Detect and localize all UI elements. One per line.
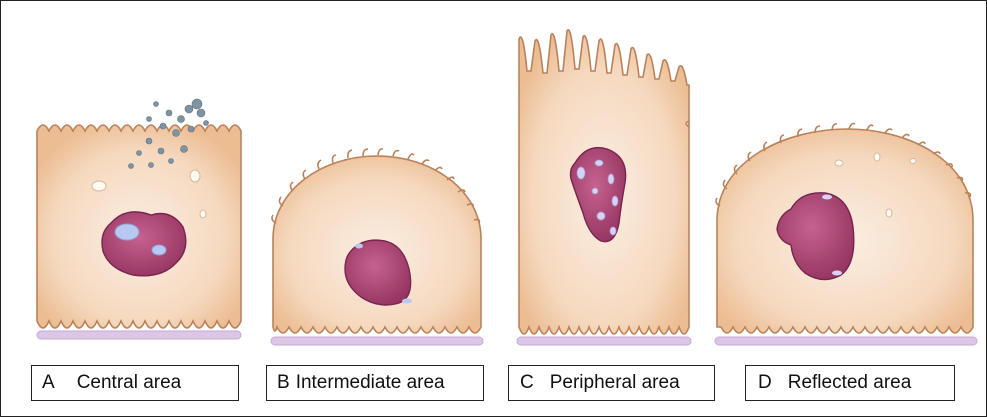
vacuole	[910, 159, 916, 164]
basement-membrane	[715, 337, 977, 345]
nucleolus	[115, 224, 139, 240]
basement-membrane	[517, 337, 691, 345]
panel-label: Peripheral area	[550, 372, 680, 394]
panel-letter: D	[758, 372, 772, 394]
label-central-area: A Central area	[31, 365, 239, 401]
nucleolus	[355, 244, 363, 249]
cell-reflected-area	[715, 124, 977, 345]
vacuole	[92, 181, 106, 191]
nucleolus	[402, 299, 412, 304]
basement-membrane	[271, 337, 483, 345]
panel-letter: C	[520, 372, 534, 394]
cell-intermediate-area	[271, 149, 483, 345]
basement-membrane	[37, 331, 241, 339]
vacuole	[874, 153, 880, 161]
label-peripheral-area: C Peripheral area	[508, 365, 715, 401]
label-reflected-area: D Reflected area	[745, 365, 955, 401]
vacuole	[200, 210, 206, 218]
vacuole	[886, 209, 892, 217]
vacuole	[190, 170, 200, 182]
vacuole	[835, 160, 843, 166]
panel-letter: B	[277, 372, 290, 394]
panel-label: Reflected area	[788, 372, 912, 394]
panel-label: Central area	[77, 372, 182, 394]
nucleolus	[832, 271, 842, 276]
nucleus	[102, 212, 186, 276]
panel-letter: A	[42, 372, 55, 394]
cell-peripheral-area	[517, 30, 691, 345]
nucleolus	[152, 245, 166, 255]
cell-central-area	[37, 99, 241, 339]
nucleolus	[822, 195, 832, 200]
label-intermediate-area: B Intermediate area	[266, 365, 484, 401]
panel-label: Intermediate area	[296, 372, 445, 394]
